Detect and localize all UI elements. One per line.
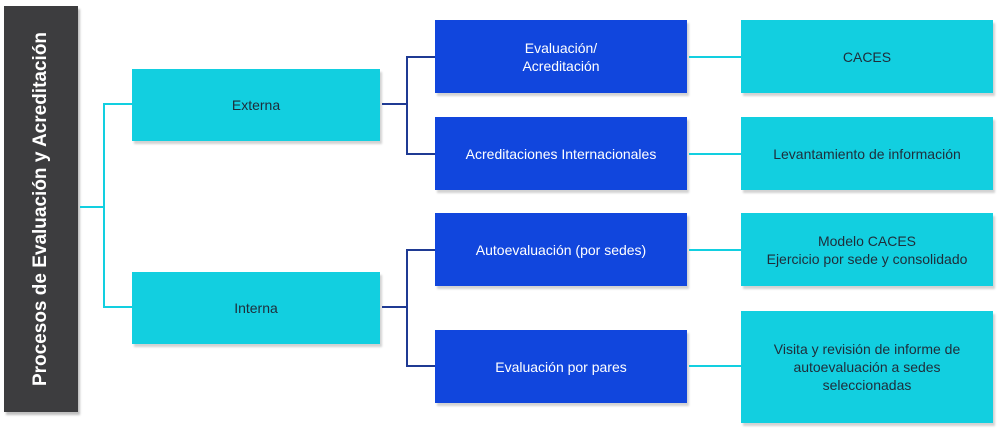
node-evaluacion-pares: Evaluación por pares xyxy=(435,330,687,403)
node-autoevaluacion-label: Autoevaluación (por sedes) xyxy=(475,241,647,258)
node-externa-label: Externa xyxy=(231,97,281,113)
connector-root-stub xyxy=(80,206,104,208)
node-evaluacion-acreditacion: Evaluación/ Acreditación xyxy=(435,20,687,93)
node-acreditaciones-internacionales: Acreditaciones Internacionales xyxy=(435,117,687,190)
connector-interna-spine xyxy=(406,249,408,367)
node-visita-line-2: autoevaluación a sedes xyxy=(793,359,941,375)
node-externa: Externa xyxy=(132,69,380,141)
node-autoevaluacion: Autoevaluación (por sedes) xyxy=(435,213,687,286)
connector-externa-spine xyxy=(406,56,408,155)
node-modelo-caces-line-1: Modelo CACES xyxy=(817,232,917,249)
connector-to-interna xyxy=(103,306,132,308)
node-levantamiento-label: Levantamiento de información xyxy=(773,145,961,162)
connector-to-acreditaciones-internacionales xyxy=(406,153,435,155)
connector-interna-stub xyxy=(382,306,407,308)
node-visita-line-3: seleccionadas xyxy=(822,377,912,393)
connector-to-levantamiento xyxy=(689,153,741,155)
node-evaluacion-acreditacion-line-1: Evaluación/ xyxy=(524,39,598,56)
connector-to-caces xyxy=(689,56,741,58)
connector-externa-stub xyxy=(382,103,407,105)
connector-to-visita xyxy=(689,365,741,367)
node-acreditaciones-internacionales-label: Acreditaciones Internacionales xyxy=(465,145,657,162)
root-process-box: Procesos de Evaluación y Acreditación xyxy=(4,6,78,412)
connector-to-externa xyxy=(103,103,132,105)
connector-level1-spine xyxy=(103,103,105,308)
connector-to-modelo-caces xyxy=(689,249,741,251)
node-caces-label: CACES xyxy=(842,48,892,65)
node-interna: Interna xyxy=(132,272,380,344)
node-modelo-caces: Modelo CACES Ejercicio por sede y consol… xyxy=(741,213,993,286)
connector-to-autoevaluacion xyxy=(406,249,435,251)
node-evaluacion-acreditacion-line-2: Acreditación xyxy=(522,57,600,74)
connector-to-evaluacion-pares xyxy=(406,365,435,367)
node-modelo-caces-line-2: Ejercicio por sede y consolidado xyxy=(766,250,968,267)
node-interna-label: Interna xyxy=(234,300,278,316)
root-process-label: Procesos de Evaluación y Acreditación xyxy=(30,31,52,387)
connector-to-evaluacion-acreditacion xyxy=(406,56,435,58)
node-visita: Visita y revisión de informe de autoeval… xyxy=(741,311,993,423)
node-levantamiento: Levantamiento de información xyxy=(741,117,993,190)
node-visita-line-1: Visita y revisión de informe de xyxy=(773,341,961,357)
node-caces: CACES xyxy=(741,20,993,93)
node-evaluacion-pares-label: Evaluación por pares xyxy=(495,358,627,375)
